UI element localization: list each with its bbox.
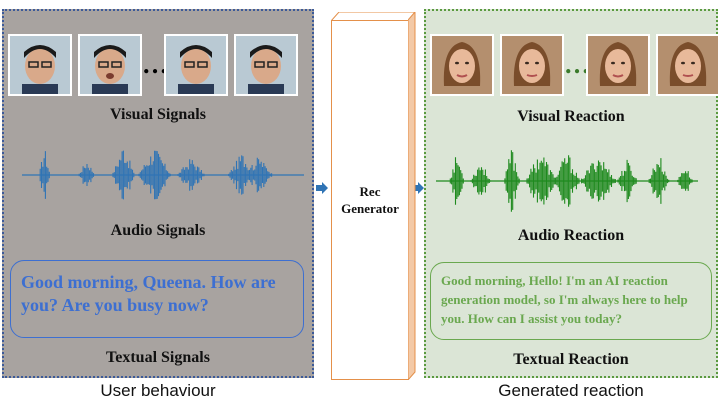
generated-reaction-caption: Generated reaction (498, 381, 644, 400)
reaction-face-frame (586, 34, 650, 96)
visual-signal-frames: … (8, 34, 298, 96)
user-face-frame (78, 34, 142, 96)
reaction-face-frame (500, 34, 564, 96)
rec-generator-box (331, 20, 409, 380)
user-message-bubble: Good morning, Queena. How are you? Are y… (10, 260, 304, 338)
textual-reaction-label: Textual Reaction (513, 351, 629, 368)
audio-reaction-label: Audio Reaction (517, 227, 625, 244)
user-face-frame (234, 34, 298, 96)
generator-label-line1: Rec (359, 184, 381, 199)
audio-reaction-waveform (436, 150, 698, 212)
ellipsis: … (564, 50, 590, 79)
visual-reaction-frames: … (430, 34, 720, 96)
visual-signals-label: Visual Signals (110, 106, 206, 123)
reaction-face-frame (430, 34, 494, 96)
reaction-face-frame (656, 34, 720, 96)
generator-box-side (408, 12, 416, 380)
reaction-message-bubble: Good morning, Hello! I'm an AI reaction … (430, 262, 712, 340)
ellipsis: … (142, 50, 168, 79)
generator-label-line2: Generator (341, 201, 399, 216)
audio-signals-label: Audio Signals (110, 222, 206, 239)
user-face-frame (164, 34, 228, 96)
user-face-frame (8, 34, 72, 96)
arrow-right-icon (316, 182, 328, 194)
audio-signal-waveform (22, 150, 304, 200)
textual-signals-label: Textual Signals (106, 349, 210, 366)
visual-reaction-label: Visual Reaction (517, 108, 625, 125)
user-behaviour-caption: User behaviour (100, 381, 216, 400)
